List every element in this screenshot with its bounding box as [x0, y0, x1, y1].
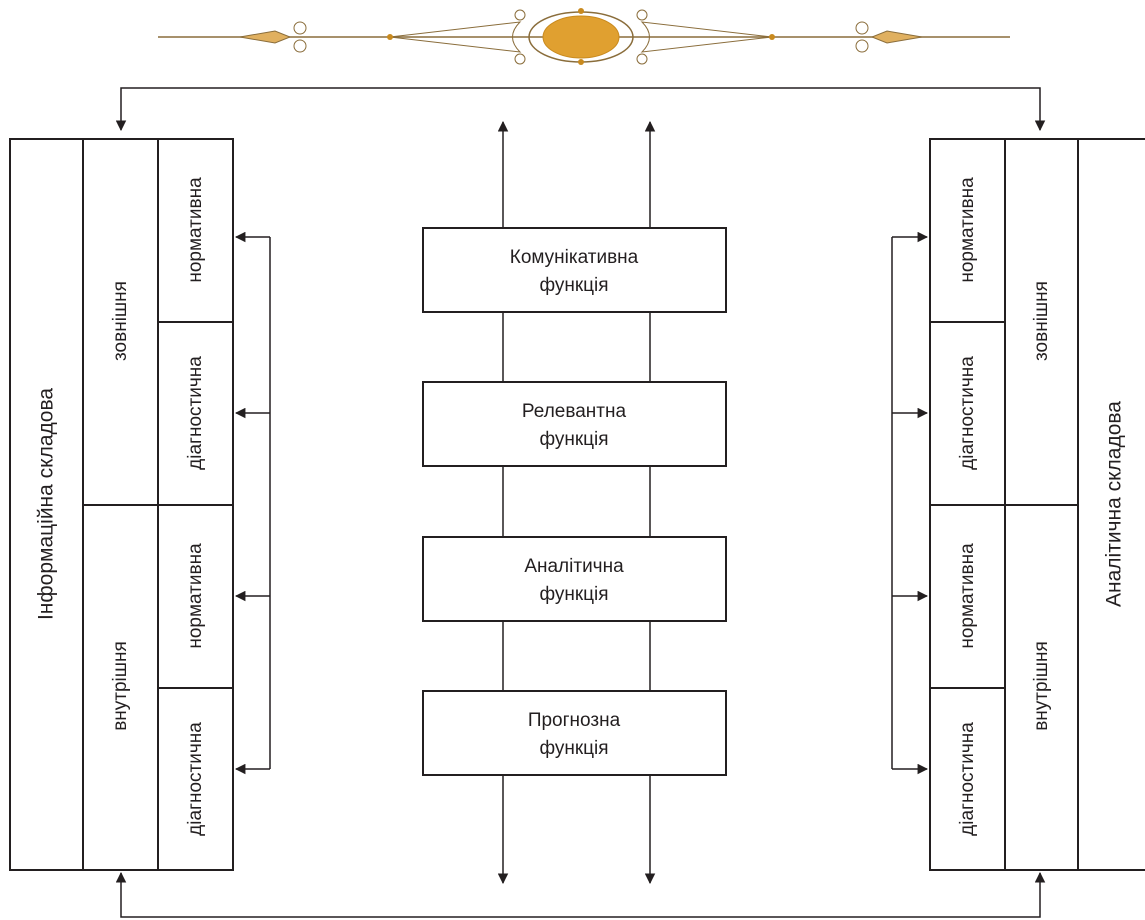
- left-cell-label: нормативна: [185, 177, 206, 283]
- function-box-line2: функція: [539, 275, 608, 296]
- right-lower-group-box: [1004, 504, 1079, 871]
- function-box: Комунікативна функція: [422, 227, 727, 313]
- function-box-line1: Аналітична: [524, 556, 624, 577]
- left-upper-group-label: зовнішня: [110, 281, 131, 361]
- left-cell-box: [157, 687, 234, 871]
- function-box-line1: Релевантна: [522, 401, 627, 422]
- right-cell-label: діагностична: [957, 356, 978, 470]
- right-cell-box: [929, 687, 1006, 871]
- right-cell-label: нормативна: [957, 177, 978, 283]
- left-panel: Інформаційна складова зовнішня внутрішня…: [9, 138, 271, 871]
- left-panel-title: Інформаційна складова: [35, 388, 58, 620]
- left-lower-group-label: внутрішня: [110, 641, 131, 731]
- right-panel: нормативна діагностична нормативна діагн…: [891, 138, 1145, 871]
- left-cell-box: [157, 138, 234, 323]
- header-ornament: [158, 8, 1010, 65]
- right-upper-group-label: зовнішня: [1031, 281, 1052, 361]
- right-title-box: [1077, 138, 1145, 871]
- left-lower-group-box: [82, 504, 159, 871]
- function-box: Релевантна функція: [422, 381, 727, 467]
- right-cell-label: діагностична: [957, 722, 978, 836]
- right-upper-group-box: [1004, 138, 1079, 506]
- top-connector-arrow: [115, 87, 1046, 132]
- function-box-line2: функція: [539, 584, 608, 605]
- left-cell-box: [157, 504, 234, 689]
- function-box-line1: Комунікативна: [510, 247, 639, 268]
- function-box: Прогнозна функція: [422, 690, 727, 776]
- left-cell-box: [157, 321, 234, 506]
- right-cell-box: [929, 504, 1006, 689]
- function-box-line1: Прогнозна: [528, 710, 621, 731]
- function-box-line2: функція: [539, 429, 608, 450]
- function-box-line2: функція: [539, 738, 608, 759]
- right-panel-title: Аналітична складова: [1103, 401, 1126, 607]
- bottom-connector-arrow: [115, 871, 1046, 918]
- right-cell-box: [929, 138, 1006, 323]
- left-cell-label: нормативна: [185, 543, 206, 649]
- left-cell-label: діагностична: [185, 722, 206, 836]
- center-rails: [497, 120, 656, 885]
- left-cell-label: діагностична: [185, 356, 206, 470]
- function-box: Аналітична функція: [422, 536, 727, 622]
- right-lower-group-label: внутрішня: [1031, 641, 1052, 731]
- left-title-box: [9, 138, 84, 871]
- right-cell-label: нормативна: [957, 543, 978, 649]
